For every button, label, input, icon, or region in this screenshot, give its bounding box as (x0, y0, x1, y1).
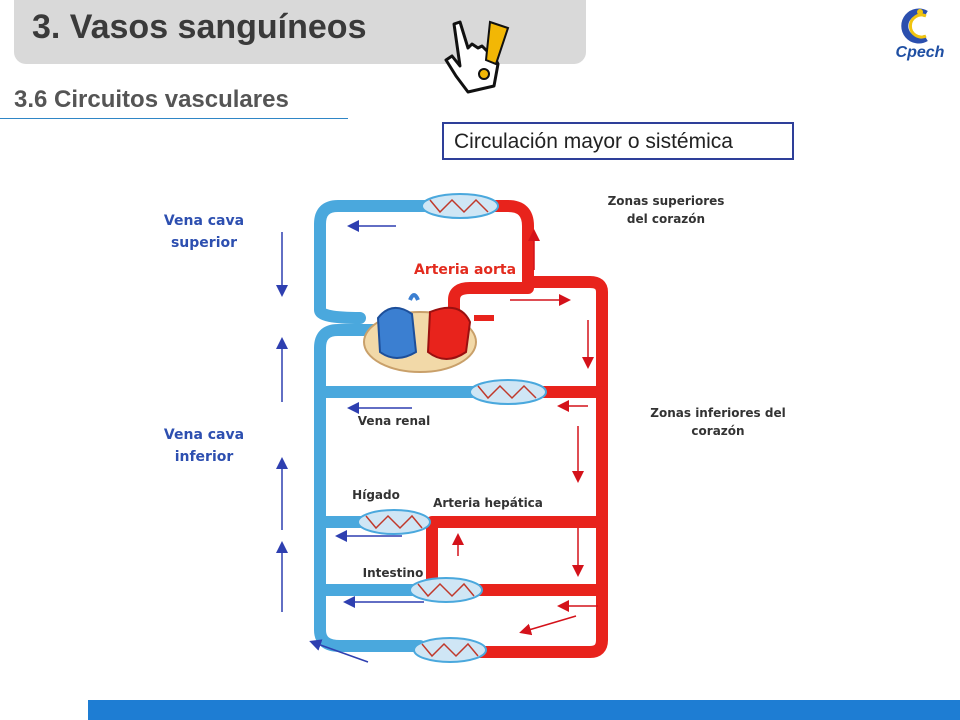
label-higado: Hígado (352, 488, 400, 502)
footer-bar (88, 700, 960, 720)
capillary-bed-liver (357, 509, 431, 535)
label-zonas-superiores: Zonas superiores del corazón (607, 194, 725, 226)
red-flow-arrows (452, 229, 598, 636)
artery-network (426, 200, 608, 658)
label-zonas-inferiores: Zonas inferiores del corazón (650, 406, 786, 438)
page-title: 3. Vasos sanguíneos (32, 8, 367, 46)
capillary-bed-lower (413, 637, 487, 663)
pointing-hand-exclamation-icon (438, 14, 512, 98)
label-intestino: Intestino (362, 566, 424, 580)
capillary-bed-intestine (409, 577, 483, 603)
capillary-bed-renal (469, 379, 547, 405)
blue-flow-arrows (276, 220, 424, 663)
circulation-label-box: Circulación mayor o sistémica (442, 122, 794, 160)
label-arteria-aorta: Arteria aorta (414, 262, 517, 278)
heart-illustration (363, 293, 494, 373)
capillary-bed-upper (421, 193, 499, 219)
label-vena-cava-superior: Vena cava superior (163, 213, 245, 251)
vein-network (314, 200, 484, 652)
label-vena-renal: Vena renal (357, 414, 431, 428)
subtitle-underline (0, 118, 348, 119)
section-subtitle: 3.6 Circuitos vasculares (14, 86, 289, 113)
cpech-logo-icon: Cpech (890, 6, 946, 64)
label-arteria-hepatica: Arteria hepática (433, 496, 543, 510)
label-vena-cava-inferior: Vena cava inferior (163, 427, 245, 465)
logo-text: Cpech (895, 44, 945, 61)
